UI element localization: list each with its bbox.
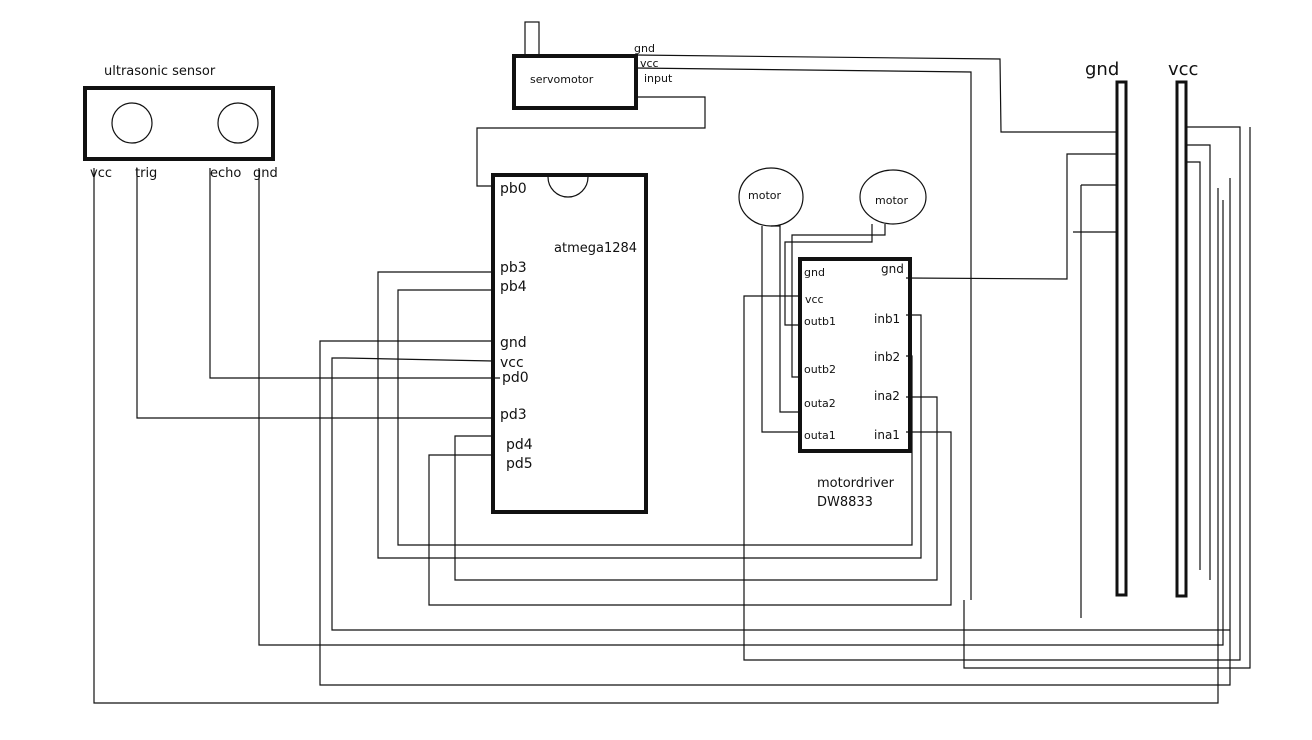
- wire-mcu-vcc: [331, 357, 1230, 631]
- mcu-pin-pd0: pd0: [502, 370, 529, 386]
- mcu-pin-pb4: pb4: [500, 279, 527, 295]
- wire-echo-pd0: [209, 168, 500, 379]
- wire-servo-gnd: [631, 54, 1118, 133]
- atmega1284-label: atmega1284: [554, 241, 637, 256]
- wire-servo-input-pb0: [476, 96, 706, 187]
- motor-left-label: motor: [748, 189, 781, 202]
- ultrasonic-pin-vcc: vcc: [90, 166, 112, 181]
- rail-vcc: [1175, 80, 1188, 598]
- mcu-pin-pd5: pd5: [506, 456, 533, 472]
- driver-pin-inb1: inb1: [874, 312, 900, 326]
- driver-pin-vcc: vcc: [805, 293, 824, 306]
- wires: [93, 54, 1251, 704]
- motor-driver-label-line1: motordriver: [817, 476, 895, 491]
- wire-ultrasonic-vcc: [93, 168, 1219, 704]
- ultrasonic-pin-echo: echo: [210, 166, 241, 181]
- power-rails: gnd vcc: [1085, 59, 1198, 598]
- motor-right: motor: [859, 169, 927, 225]
- driver-pin-outa2: outa2: [804, 397, 836, 410]
- ultrasonic-transducer-right: [217, 102, 259, 144]
- wire-motor-right-outb1: [784, 224, 873, 326]
- mcu-pin-pd4: pd4: [506, 437, 533, 453]
- wire-motor-left-outa1: [761, 226, 800, 433]
- ultrasonic-transducer-left: [111, 102, 153, 144]
- ultrasonic-sensor: ultrasonic sensor vcc trig echo gnd: [83, 64, 278, 181]
- wire-ultrasonic-gnd: [258, 168, 1224, 646]
- wire-servo-vcc: [635, 67, 972, 600]
- ultrasonic-sensor-body: [83, 86, 275, 161]
- ultrasonic-sensor-title: ultrasonic sensor: [104, 64, 216, 79]
- mcu-pin-pd3: pd3: [500, 407, 527, 423]
- wire-pb4-inb2: [397, 289, 913, 546]
- mcu-pin-vcc: vcc: [500, 355, 524, 371]
- servomotor-label: servomotor: [530, 73, 594, 86]
- driver-pin-gnd-left: gnd: [804, 266, 825, 279]
- mcu-pin-gnd: gnd: [500, 335, 527, 351]
- wire-pd4-ina2: [454, 396, 938, 581]
- servomotor-pin-vcc: vcc: [640, 57, 659, 70]
- wire-pb3-inb1: [377, 271, 922, 559]
- servomotor: servomotor gnd vcc input: [512, 21, 673, 110]
- servomotor-shaft: [524, 21, 540, 57]
- wire-motor-right-outb2: [791, 224, 886, 378]
- driver-pin-ina2: ina2: [874, 389, 900, 403]
- motor-right-label: motor: [875, 194, 908, 207]
- servomotor-body: [512, 54, 638, 110]
- wire-driver-vcc: [743, 126, 1241, 661]
- motor-left: motor: [738, 167, 804, 227]
- wire-driver-gnd: [905, 153, 1118, 280]
- driver-pin-outb2: outb2: [804, 363, 836, 376]
- ultrasonic-pin-trig: trig: [135, 166, 157, 181]
- motor-driver-body: [798, 257, 912, 453]
- rail-gnd: [1115, 80, 1128, 597]
- atmega1284-chip: atmega1284 pb0 pb3 pb4 gnd vcc pd0 pd3 p…: [491, 173, 648, 514]
- wire-motor-left-outa2: [771, 225, 800, 413]
- driver-pin-ina1: ina1: [874, 428, 900, 442]
- wire-trig-pd3: [136, 168, 493, 419]
- servomotor-pin-gnd: gnd: [634, 42, 655, 55]
- motor-driver: gnd vcc outb1 outb2 outa2 outa1 gnd inb1…: [798, 257, 912, 510]
- wire-vcc-rail-tap-2: [1186, 161, 1201, 570]
- ultrasonic-pin-gnd: gnd: [253, 166, 278, 181]
- wire-pd5-ina1: [428, 431, 952, 606]
- motor-driver-label-line2: DW8833: [817, 495, 873, 510]
- driver-pin-outa1: outa1: [804, 429, 836, 442]
- atmega1284-body: [491, 173, 648, 514]
- rail-vcc-label: vcc: [1168, 59, 1198, 80]
- wire-vcc-rail-tap-1: [1186, 144, 1211, 580]
- mcu-pin-pb0: pb0: [500, 181, 527, 197]
- servomotor-pin-input: input: [644, 72, 673, 85]
- driver-pin-outb1: outb1: [804, 315, 836, 328]
- wire-rail-return-1: [963, 127, 1251, 669]
- atmega1284-notch: [547, 176, 589, 198]
- rail-gnd-label: gnd: [1085, 59, 1119, 80]
- mcu-pin-pb3: pb3: [500, 260, 527, 276]
- driver-pin-inb2: inb2: [874, 350, 900, 364]
- driver-pin-gnd-right: gnd: [881, 262, 904, 276]
- motor-right-body: [859, 169, 927, 225]
